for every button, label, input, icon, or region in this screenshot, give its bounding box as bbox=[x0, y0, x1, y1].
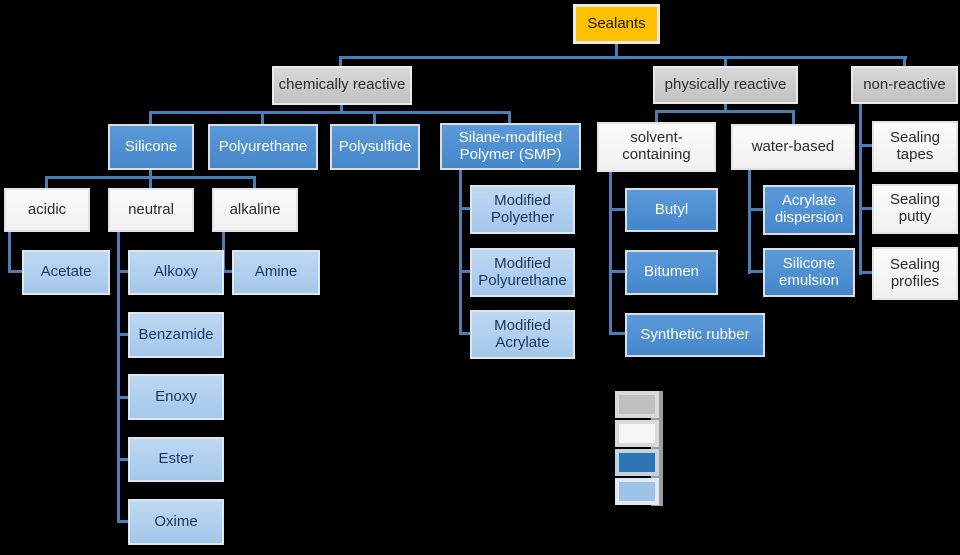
legend-swatch-type bbox=[615, 449, 659, 476]
node-synthetic-rubber: Synthetic rubber bbox=[625, 313, 765, 357]
connector bbox=[609, 208, 625, 211]
node-alkaline: alkaline bbox=[212, 188, 298, 232]
connector bbox=[222, 270, 232, 273]
connector bbox=[724, 102, 727, 112]
legend-swatch-category bbox=[615, 391, 659, 418]
connector bbox=[859, 271, 872, 274]
connector bbox=[149, 113, 152, 125]
node-acetate: Acetate bbox=[22, 250, 110, 295]
node-acidic: acidic bbox=[4, 188, 90, 232]
connector bbox=[117, 231, 120, 523]
node-enoxy: Enoxy bbox=[128, 374, 224, 420]
node-physically-reactive: physically reactive bbox=[653, 66, 798, 104]
connector bbox=[609, 270, 625, 273]
node-sealing-putty: Sealing putty bbox=[872, 184, 958, 234]
connector bbox=[8, 231, 11, 273]
node-bitumen: Bitumen bbox=[625, 250, 718, 295]
connector bbox=[859, 103, 862, 275]
node-polysulfide: Polysulfide bbox=[330, 124, 420, 170]
connector bbox=[724, 58, 727, 67]
connector bbox=[261, 113, 264, 125]
node-modified-acrylate: Modified Acrylate bbox=[470, 310, 575, 359]
connector bbox=[459, 270, 470, 273]
connector bbox=[508, 113, 511, 124]
connector bbox=[117, 270, 128, 273]
connector bbox=[459, 207, 470, 210]
node-sealing-tapes: Sealing tapes bbox=[872, 121, 958, 172]
node-silicone-emulsion: Silicone emulsion bbox=[763, 248, 855, 297]
connector bbox=[117, 458, 128, 461]
node-sealants: Sealants bbox=[573, 4, 660, 44]
node-benzamide: Benzamide bbox=[128, 312, 224, 358]
connector bbox=[340, 104, 343, 114]
node-polyurethane: Polyurethane bbox=[208, 124, 318, 170]
connector bbox=[615, 44, 618, 57]
connector bbox=[748, 169, 751, 274]
connector bbox=[792, 112, 795, 125]
legend-strip bbox=[651, 391, 663, 506]
node-water-based: water-based bbox=[731, 124, 855, 170]
node-modified-polyurethane: Modified Polyurethane bbox=[470, 248, 575, 297]
legend-swatch-subcategory bbox=[615, 420, 659, 447]
node-acrylate-dispersion: Acrylate dispersion bbox=[763, 185, 855, 235]
node-butyl: Butyl bbox=[625, 188, 718, 232]
node-amine: Amine bbox=[232, 250, 320, 295]
connector bbox=[149, 178, 152, 189]
node-modified-polyether: Modified Polyether bbox=[470, 185, 575, 234]
node-ester: Ester bbox=[128, 437, 224, 482]
connector bbox=[149, 169, 152, 179]
node-neutral: neutral bbox=[108, 188, 194, 232]
connector bbox=[655, 110, 795, 113]
connector bbox=[373, 113, 376, 125]
connector bbox=[859, 144, 872, 147]
connector bbox=[117, 333, 128, 336]
connector bbox=[903, 58, 906, 67]
connector bbox=[117, 396, 128, 399]
node-smp: Silane-modified Polymer (SMP) bbox=[440, 123, 581, 170]
connector bbox=[117, 520, 128, 523]
node-sealing-profiles: Sealing profiles bbox=[872, 247, 958, 300]
connector bbox=[609, 332, 625, 335]
connector bbox=[45, 178, 48, 189]
node-silicone: Silicone bbox=[108, 124, 194, 170]
node-solvent-containing: solvent-containing bbox=[597, 122, 716, 172]
legend-swatch-subtype bbox=[615, 478, 659, 505]
node-oxime: Oxime bbox=[128, 499, 224, 545]
connector bbox=[859, 207, 872, 210]
connector bbox=[45, 176, 256, 179]
connector bbox=[253, 178, 256, 189]
connector bbox=[748, 270, 763, 273]
connector bbox=[459, 169, 462, 335]
connector bbox=[149, 111, 511, 114]
connector bbox=[339, 58, 342, 67]
node-non-reactive: non-reactive bbox=[851, 66, 958, 104]
connector bbox=[609, 171, 612, 335]
connector bbox=[748, 208, 763, 211]
connector bbox=[459, 332, 470, 335]
node-alkoxy: Alkoxy bbox=[128, 250, 224, 295]
connector bbox=[8, 270, 22, 273]
connector bbox=[339, 56, 907, 59]
connector bbox=[655, 112, 658, 123]
node-chemically-reactive: chemically reactive bbox=[272, 66, 412, 105]
